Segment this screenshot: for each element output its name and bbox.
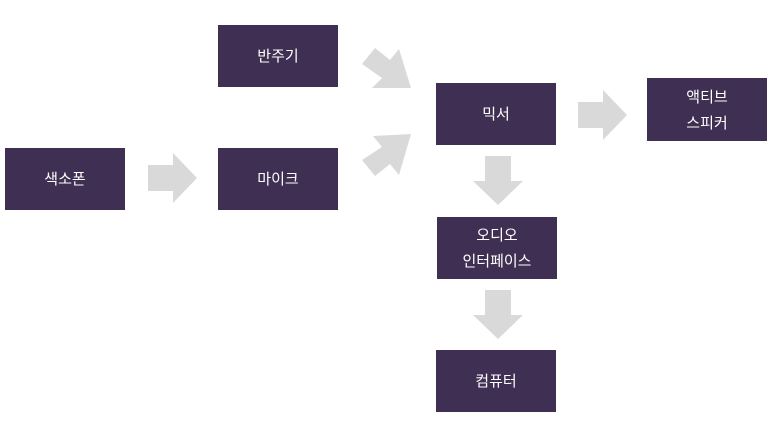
node-computer-label: 컴퓨터: [475, 372, 517, 390]
node-microphone-label: 마이크: [257, 170, 299, 188]
arrow-mixer-to-speaker: [578, 90, 627, 140]
arrow-saxophone-to-mic: [148, 153, 197, 203]
node-computer: 컴퓨터: [436, 350, 556, 412]
arrow-mic-to-mixer: [362, 134, 411, 176]
node-saxophone-label: 색소폰: [44, 170, 86, 188]
node-active-speaker: 액티브 스피커: [647, 78, 767, 141]
arrow-mixer-to-interface: [473, 156, 523, 205]
arrow-backing-to-mixer: [362, 48, 411, 88]
arrow-interface-to-computer: [473, 290, 523, 339]
node-mixer-label: 믹서: [482, 105, 510, 123]
node-backing-track: 반주기: [218, 25, 338, 87]
node-microphone: 마이크: [218, 148, 338, 210]
node-mixer: 믹서: [436, 83, 556, 145]
node-active-speaker-label-line2: 스피커: [686, 113, 728, 132]
node-audio-interface-label-line1: 오디오: [476, 226, 518, 244]
node-audio-interface: 오디오 인터페이스: [437, 217, 557, 279]
node-backing-track-label: 반주기: [257, 47, 299, 65]
node-saxophone: 색소폰: [5, 148, 125, 210]
node-active-speaker-label-line1: 액티브: [686, 87, 728, 106]
node-audio-interface-label-line2: 인터페이스: [462, 252, 532, 270]
